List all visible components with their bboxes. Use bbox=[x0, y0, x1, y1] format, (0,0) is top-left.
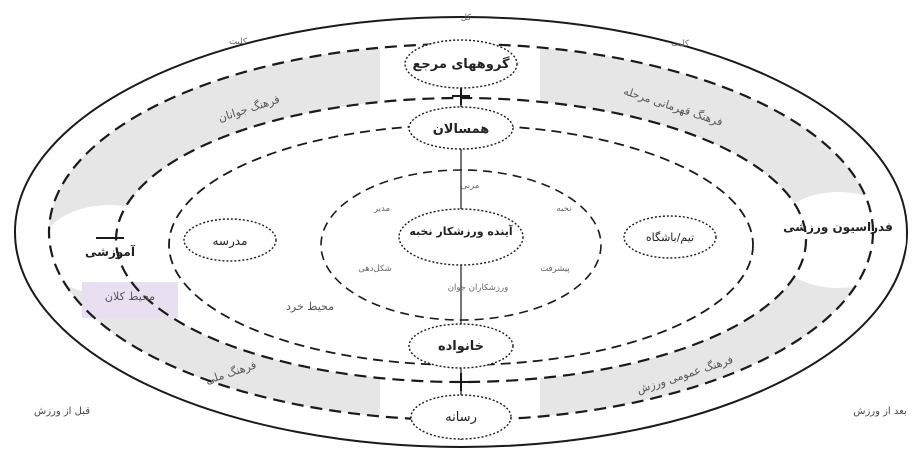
node-center bbox=[398, 208, 524, 266]
macro-environment-label: محیط کلان bbox=[105, 290, 155, 303]
peers-label: همسالان bbox=[433, 122, 490, 137]
elite-label: نخبه bbox=[557, 204, 572, 214]
top-label: کل bbox=[461, 13, 472, 23]
education-label: آموزشی bbox=[85, 244, 136, 260]
school-label: مدرسه bbox=[212, 234, 247, 249]
inner-right-label: پیشرفت bbox=[540, 264, 570, 274]
outer-dashed-ellipse bbox=[47, 42, 875, 422]
coach-label: مربی bbox=[461, 181, 480, 191]
node-family bbox=[408, 323, 514, 369]
upper-left-small-label: کلیت bbox=[229, 37, 248, 47]
node-reference-groups bbox=[404, 39, 518, 89]
center-label: آینده ورزشکار نخبه bbox=[409, 224, 513, 238]
after-sport-label: بعد از ورزش bbox=[853, 406, 907, 417]
node-school bbox=[183, 218, 277, 262]
media-label: رسانه bbox=[445, 410, 477, 425]
node-club bbox=[623, 215, 717, 259]
club-label: تیم/باشگاه bbox=[646, 231, 694, 244]
before-sport-label: قبل از ورزش bbox=[34, 406, 90, 417]
manager-label: مدیر bbox=[373, 204, 390, 214]
federation-label: فدراسیون ورزشی bbox=[783, 220, 893, 235]
plus-sign-bottom bbox=[452, 373, 470, 391]
federation-bubble bbox=[770, 192, 906, 288]
plus-sign-top bbox=[452, 87, 470, 105]
athletes-label: ورزشکاران جوان bbox=[448, 283, 508, 293]
upper-right-small-label: کلیت bbox=[671, 39, 690, 49]
family-label: خانواده bbox=[438, 339, 484, 354]
node-peers bbox=[408, 106, 514, 150]
reference-groups-label: گروههای مرجع bbox=[412, 56, 509, 72]
node-media bbox=[410, 394, 512, 440]
education-bubble bbox=[40, 205, 180, 295]
inner-left-label: شکل‌دهی bbox=[358, 264, 392, 274]
micro-environment-label: محیط خرد bbox=[286, 300, 334, 313]
